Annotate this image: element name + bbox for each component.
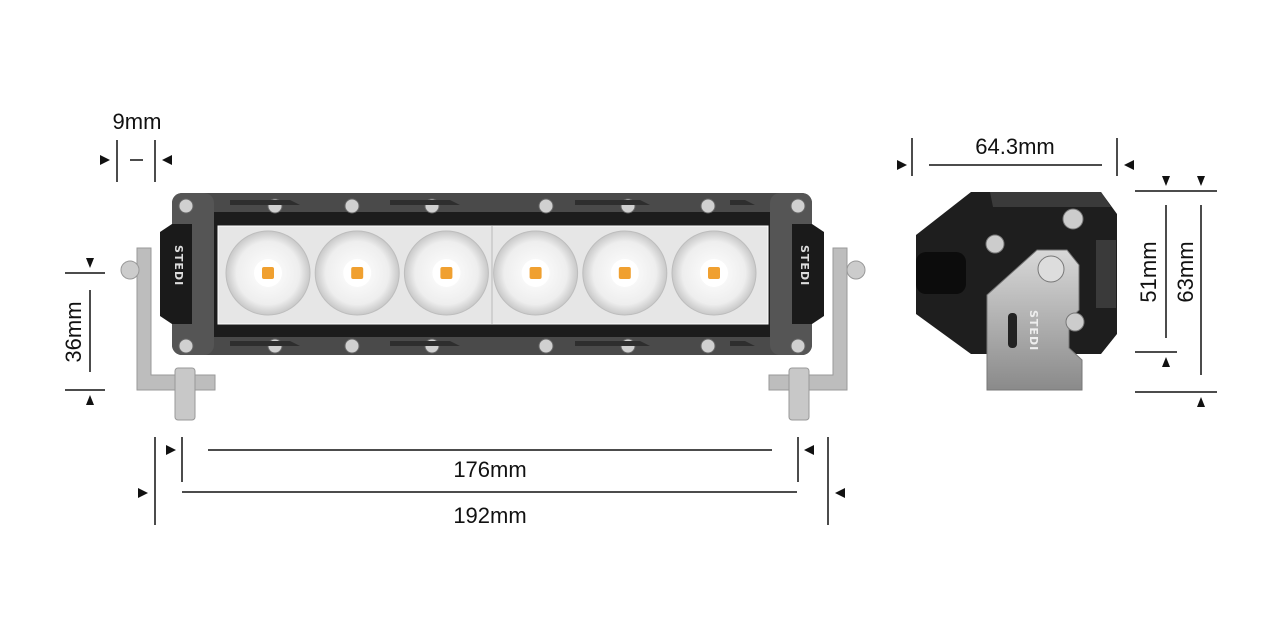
left-end-cap: STEDI (160, 193, 214, 355)
housing-screw (790, 338, 806, 354)
housing-chevron (730, 341, 755, 346)
housing-chevron (390, 341, 460, 346)
dimension-label-64-3mm: 64.3mm (975, 134, 1054, 159)
right-mount-bolt (788, 367, 810, 421)
side-screw (985, 234, 1005, 254)
housing-screw (344, 338, 360, 354)
left-mount-bolt (174, 367, 196, 421)
led-lens (403, 230, 489, 316)
led-chip (529, 267, 542, 279)
dimension-label-63mm: 63mm (1173, 241, 1198, 302)
front-view: STEDI STEDI (120, 193, 866, 421)
dimension-label-36mm: 36mm (61, 301, 86, 362)
led-lens (582, 230, 668, 316)
brand-logo-right: STEDI (798, 245, 811, 286)
side-view: STEDI (916, 192, 1117, 391)
adjustment-slot (1008, 313, 1017, 348)
dimension-heights: 51mm 63mm (1135, 176, 1217, 407)
housing-chevron (230, 341, 300, 346)
side-mount-plate (986, 249, 1083, 391)
mount-pivot-bolt (1037, 255, 1065, 283)
housing-screw (790, 198, 806, 214)
dimension-label-192mm: 192mm (453, 503, 526, 528)
housing-screw (700, 338, 716, 354)
dimension-label-9mm: 9mm (113, 109, 162, 134)
housing-screw (178, 338, 194, 354)
dimension-inner-length: 176mm (166, 437, 814, 482)
right-end-cap: STEDI (770, 193, 824, 355)
housing-chevron (575, 200, 650, 205)
dimension-label-51mm: 51mm (1136, 241, 1161, 302)
led-lens (493, 230, 579, 316)
housing-screw (538, 338, 554, 354)
housing-screw (700, 198, 716, 214)
led-lens (314, 230, 400, 316)
housing-chevron (730, 200, 755, 205)
housing-chevron (230, 200, 300, 205)
housing-chevron (390, 200, 460, 205)
brand-logo-left: STEDI (172, 245, 185, 286)
led-chip (618, 267, 631, 279)
housing-screw (344, 198, 360, 214)
right-bracket (768, 247, 866, 421)
brand-logo-side: STEDI (1027, 310, 1040, 351)
led-chip (708, 267, 720, 279)
led-chip (262, 267, 274, 279)
dimension-end-cap-width: 9mm (100, 109, 172, 182)
left-bracket (120, 247, 216, 421)
led-lens (671, 230, 757, 316)
dimension-label-176mm: 176mm (453, 457, 526, 482)
dimension-depth: 64.3mm (897, 134, 1134, 176)
housing-chevron (575, 341, 650, 346)
led-chip (351, 267, 364, 279)
dimension-bracket-height: 36mm (61, 258, 105, 405)
housing-screw (538, 198, 554, 214)
housing-screw (178, 198, 194, 214)
side-screw (1062, 208, 1084, 230)
led-lens (225, 230, 311, 316)
dimension-overall-length: 192mm (138, 437, 845, 528)
led-chip (440, 267, 453, 279)
